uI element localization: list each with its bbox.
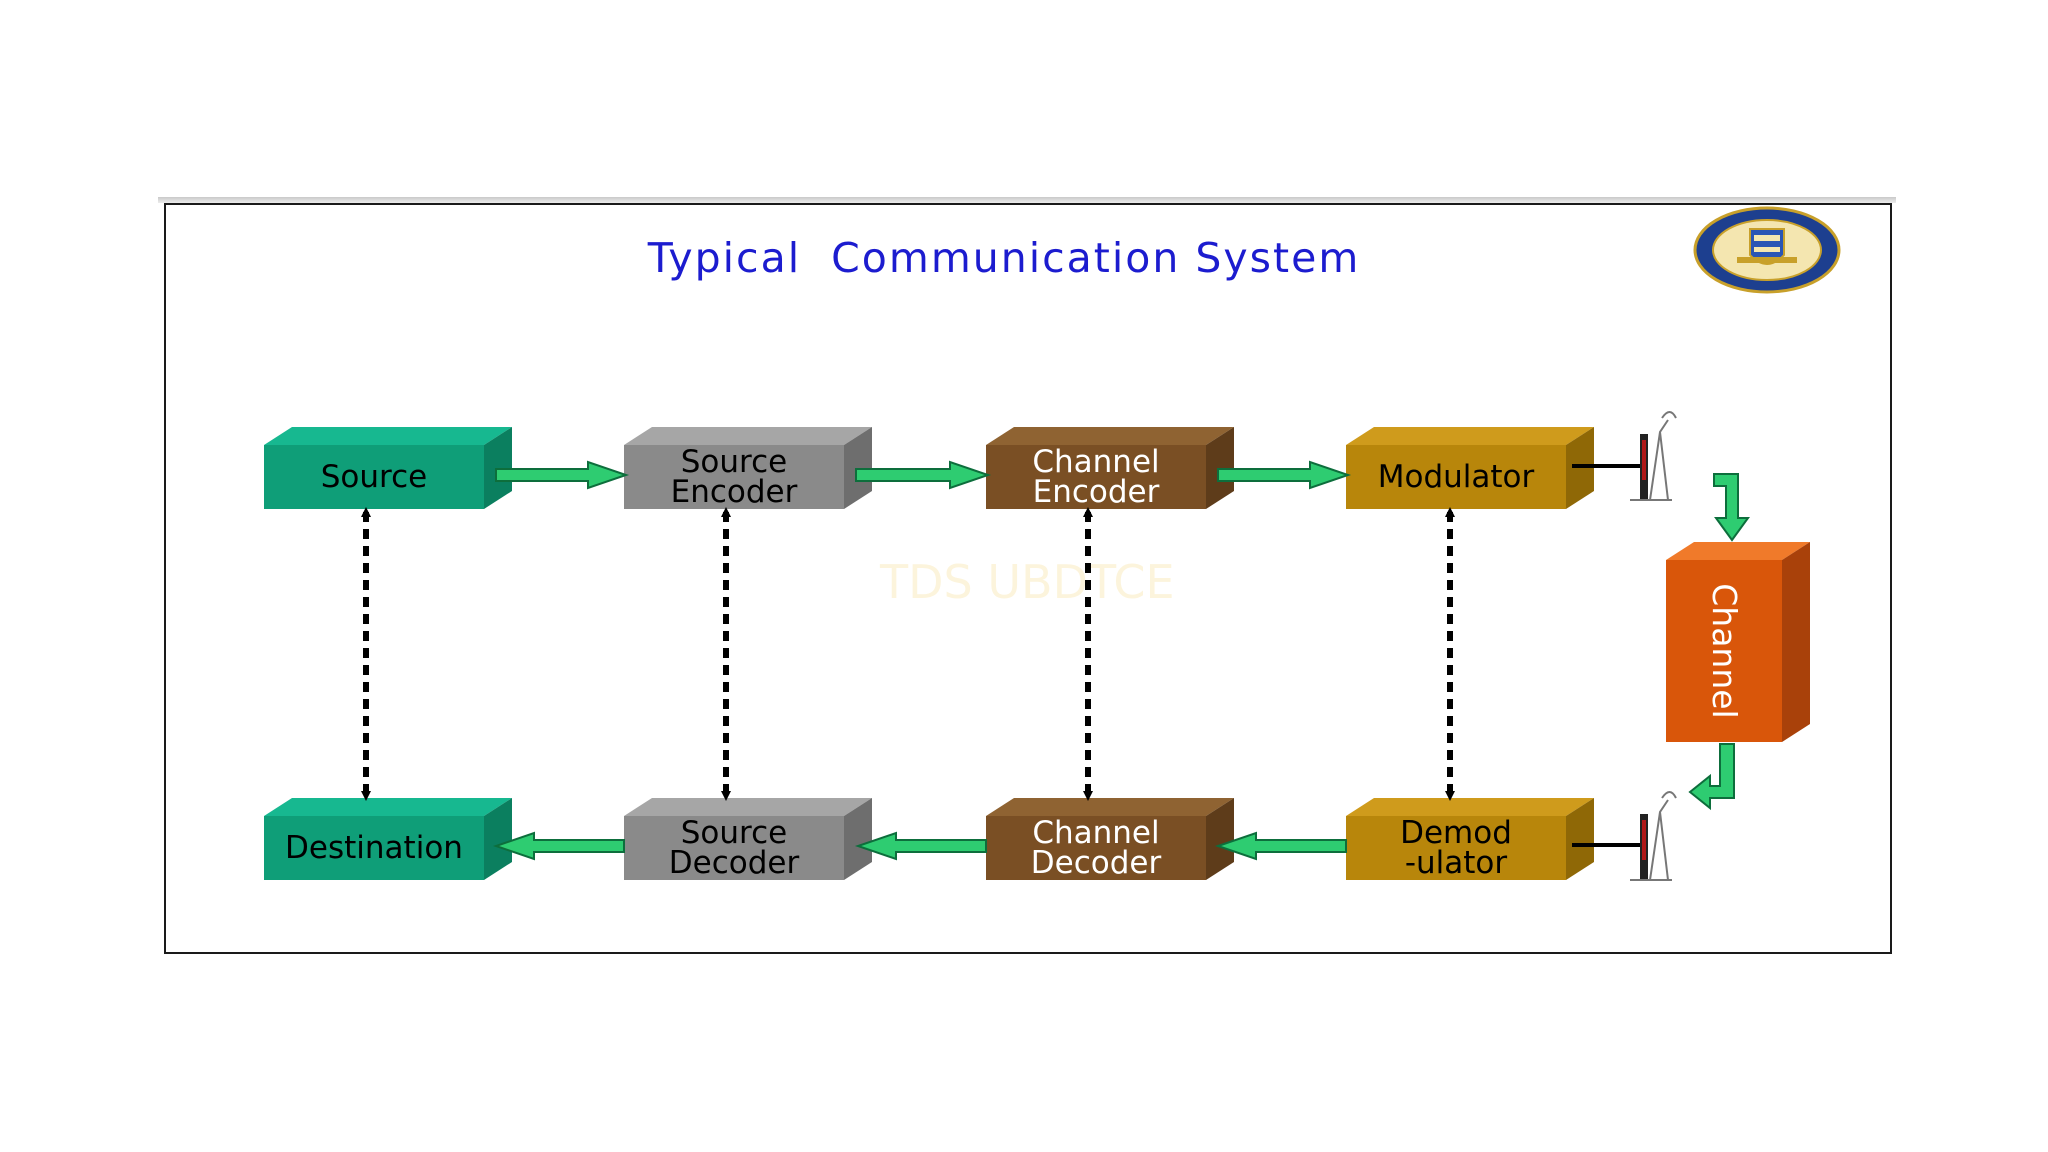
channel-encoder-label: Channel Encoder: [1032, 444, 1160, 510]
source-block: [264, 427, 512, 509]
channel-label: Channel: [1705, 583, 1744, 719]
arrow-channel-to-antenna: [1688, 743, 1735, 811]
modulator-label: Modulator: [1377, 459, 1535, 495]
arrow-encoder-to-channel-encoder: [855, 460, 992, 490]
slide-title: Typical Communication System: [647, 234, 1361, 282]
arrow-channel-encoder-to-modulator: [1217, 460, 1352, 490]
destination-label: Destination: [285, 830, 463, 866]
university-seal-logo: [1693, 206, 1841, 294]
source-encoder-block: [624, 427, 872, 509]
transmit-antenna-icon: [1630, 411, 1677, 501]
channel-block: [1666, 542, 1810, 742]
source-encoder-label: Source Encoder: [670, 444, 798, 510]
destination-block: [264, 798, 512, 880]
watermark-text: TDS UBDTCE: [880, 555, 1175, 609]
receive-antenna-icon: [1630, 791, 1677, 881]
channel-decoder-label: Channel Decoder: [1030, 815, 1162, 881]
modulator-block: [1346, 427, 1594, 509]
arrow-demodulator-to-channel-decoder: [1214, 831, 1347, 861]
channel-decoder-block: [986, 798, 1234, 880]
demodulator-label: Demod -ulator: [1400, 815, 1512, 881]
arrow-source-to-encoder: [495, 460, 630, 490]
slide-top-edge: [158, 197, 1896, 203]
arrow-antenna-to-channel: [1713, 473, 1750, 542]
arrow-channel-decoder-to-source-decoder: [854, 831, 987, 861]
source-decoder-block: [624, 798, 872, 880]
source-label: Source: [320, 459, 428, 495]
source-decoder-label: Source Decoder: [668, 815, 800, 881]
arrow-source-decoder-to-destination: [492, 831, 625, 861]
demodulator-block: [1346, 798, 1594, 880]
